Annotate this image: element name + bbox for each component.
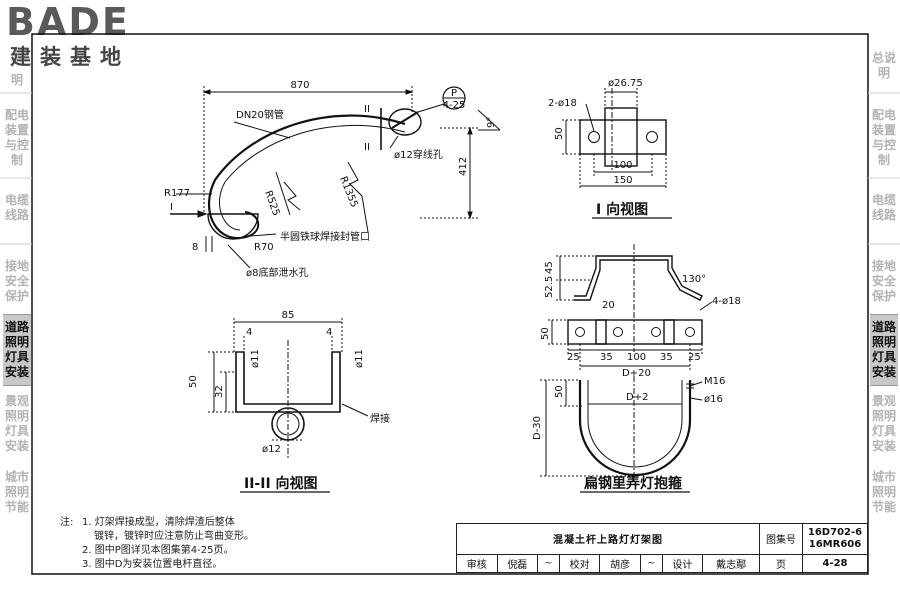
right-nav-grounding[interactable]: 接地安全保护 — [872, 258, 897, 303]
view-II-dim-32: 32 — [214, 385, 225, 398]
clamp-dim-45: 45 — [544, 261, 555, 274]
left-nav-cable[interactable]: 电缆线路 — [5, 193, 30, 222]
clamp-dim-50: 50 — [540, 327, 551, 340]
clamp-dim-525: 52.5 — [544, 276, 555, 298]
sheet-border — [31, 33, 869, 575]
view-II-pipe-dia: ø12 — [262, 444, 281, 455]
atlas-label: 图集号 — [759, 523, 803, 555]
detail-ref: 4-25 — [443, 100, 466, 111]
right-nav-landscape[interactable]: 景观照明灯具安装 — [872, 394, 897, 453]
right-nav-power[interactable]: 配电装置与控制 — [872, 108, 897, 167]
view-I-caption: I 向视图 — [596, 201, 648, 218]
left-nav-road-lighting[interactable]: 道路照明灯具安装 — [3, 314, 31, 386]
note-line-1: 1. 灯架焊接成型，清除焊渣后整体 — [82, 517, 235, 528]
clamp-seg-25b: 25 — [688, 352, 701, 363]
view-mark-I: I — [170, 202, 173, 213]
design-label: 设计 — [661, 553, 704, 574]
atlas-number-1: 16D702-6 — [807, 526, 863, 538]
right-nav-road-lighting[interactable]: 道路照明灯具安装 — [870, 314, 898, 386]
clamp-dim-20: 20 — [602, 300, 615, 311]
page-label: 页 — [759, 553, 803, 574]
clamp-seg-35a: 35 — [600, 352, 613, 363]
view-II-dim-4a: 4 — [246, 327, 252, 338]
view-II-weld: 焊接 — [370, 412, 390, 425]
view-I-dia: ø26.75 — [608, 78, 643, 89]
cap-label: 半圆铁球焊接封管口 — [280, 230, 370, 243]
clamp-rod: ø16 — [704, 394, 723, 405]
logo-brand-text: BADE — [6, 0, 130, 44]
section-mark-top: II — [364, 104, 370, 115]
view-II-phi11b: ø11 — [354, 349, 365, 368]
drawing-title: 混凝土杆上路灯灯架图 — [456, 523, 760, 555]
brand-logo: BADE 建装基地 — [6, 2, 156, 72]
dim-8: 8 — [192, 242, 198, 253]
atlas-number-2: 16MR606 — [808, 538, 862, 550]
review-signature: ~ — [537, 553, 560, 574]
left-nav-landscape[interactable]: 景观照明灯具安装 — [5, 394, 30, 453]
radius-r525: R525 — [262, 189, 281, 217]
clamp-drawing — [540, 244, 713, 482]
note-line-4: 3. 图中D为安装位置电杆直径。 — [82, 559, 223, 570]
view-II-caption: II-II 向视图 — [244, 475, 318, 492]
clamp-dim-d20: D+20 — [622, 368, 651, 379]
left-nav-grounding[interactable]: 接地安全保护 — [5, 258, 30, 303]
right-nav-city-saving[interactable]: 城市照明节能 — [872, 469, 897, 514]
view-I-dim-150: 150 — [613, 175, 632, 186]
radius-r177: R177 — [164, 188, 190, 199]
clamp-bolt: M16 — [704, 376, 725, 387]
clamp-dim-d30: D-30 — [532, 416, 543, 440]
clamp-holes: 4-ø18 — [712, 296, 741, 307]
page-number: 4-28 — [802, 553, 868, 574]
title-block: 混凝土杆上路灯灯架图 图集号 16D702-6 16MR606 审核 倪磊 ~ … — [456, 523, 868, 574]
clamp-seg-25a: 25 — [567, 352, 580, 363]
check-signature: ~ — [639, 553, 663, 574]
check-label: 校对 — [558, 553, 601, 574]
clamp-seg-100: 100 — [627, 352, 646, 363]
view-I-dim-100: 100 — [613, 160, 632, 171]
view-I-drawing — [562, 88, 667, 190]
wire-hole-label: ø12穿线孔 — [394, 148, 443, 161]
left-nav-overview-tail[interactable]: 明 — [10, 72, 23, 87]
notes-title: 注: — [60, 517, 74, 528]
view-I-holes: 2-ø18 — [548, 98, 577, 109]
radius-r1355: R1355 — [337, 175, 359, 209]
review-label: 审核 — [456, 553, 498, 574]
clamp-angle-130: 130° — [682, 274, 706, 285]
view-II-dim-4b: 4 — [326, 327, 332, 338]
drain-hole-label: ø8底部泄水孔 — [246, 266, 308, 279]
review-name: 倪磊 — [496, 553, 539, 574]
clamp-dim-d2: D+2 — [626, 392, 648, 403]
clamp-caption: 扁钢里弄灯抱箍 — [584, 475, 682, 492]
atlas-number: 16D702-6 16MR606 — [802, 523, 868, 555]
note-line-3: 2. 图中P图详见本图集第4-25页。 — [82, 545, 234, 556]
angle-9: 9° — [486, 117, 497, 128]
section-mark-bottom: II — [364, 142, 370, 153]
right-nav-overview[interactable]: 总说明 — [872, 51, 897, 80]
clamp-dim-50b: 50 — [554, 385, 565, 398]
check-name: 胡彦 — [599, 553, 641, 574]
view-II-dim-50: 50 — [188, 375, 199, 388]
dim-870: 870 — [290, 80, 309, 91]
detail-letter: P — [451, 88, 457, 99]
note-line-2: 镀锌，镀锌时应注意防止弯曲变形。 — [94, 531, 254, 542]
view-II-phi11a: ø11 — [250, 349, 261, 368]
dim-412: 412 — [458, 157, 469, 176]
view-II-dim-85: 85 — [282, 310, 295, 321]
radius-r70: R70 — [254, 242, 274, 253]
clamp-seg-35b: 35 — [660, 352, 673, 363]
left-nav-city-saving[interactable]: 城市照明节能 — [5, 469, 30, 514]
lamp-arm-drawing — [170, 86, 501, 269]
left-nav-power[interactable]: 配电装置与控制 — [5, 108, 30, 167]
view-I-dim-50: 50 — [554, 127, 565, 140]
design-name: 戴志鄢 — [702, 553, 760, 574]
pipe-label: DN20钢管 — [236, 108, 284, 121]
view-II-drawing — [208, 318, 369, 460]
right-nav-cable[interactable]: 电缆线路 — [872, 193, 897, 222]
logo-tagline: 建装基地 — [10, 45, 130, 69]
